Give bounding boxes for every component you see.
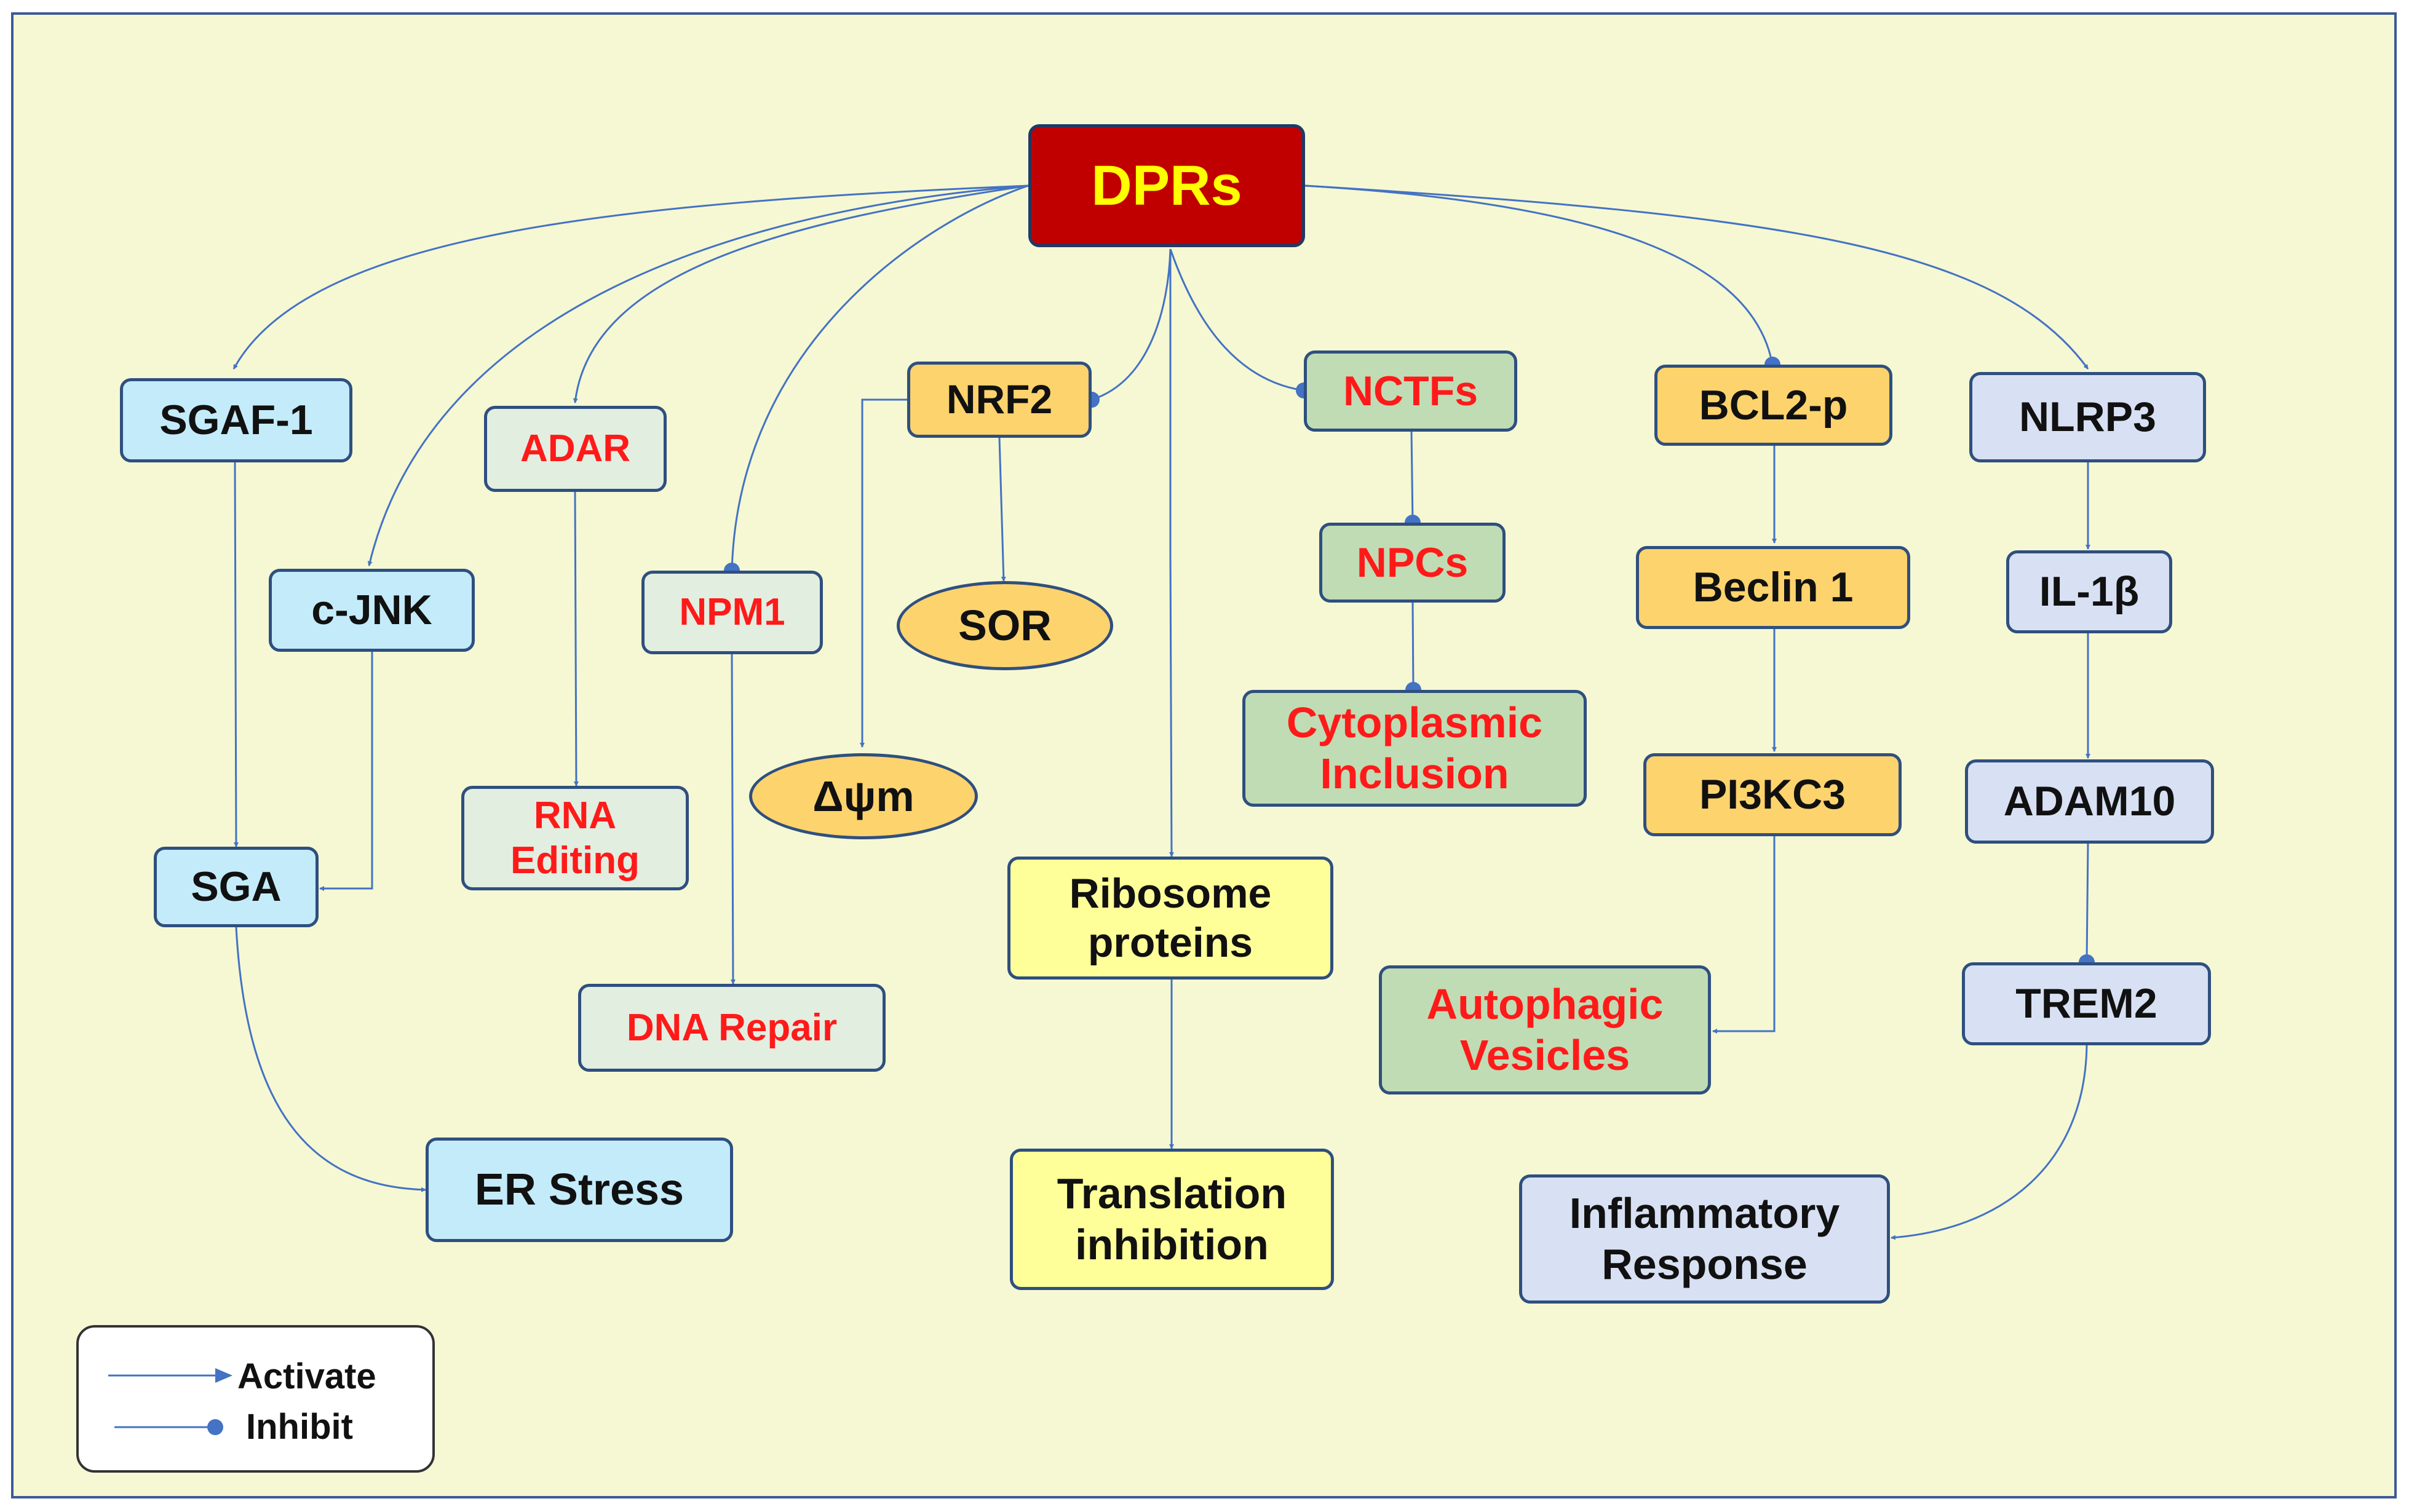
legend-symbols: [108, 1368, 232, 1435]
legend: Activate Inhibit: [76, 1325, 435, 1473]
node-beclin[interactable]: Beclin 1: [1636, 546, 1910, 629]
node-adar[interactable]: ADAR: [484, 406, 667, 492]
legend-inhibit-label: Inhibit: [246, 1407, 353, 1447]
inhibit-dots: [724, 357, 2095, 970]
node-nrf2[interactable]: NRF2: [907, 362, 1092, 438]
edge-dprs-nrf2: [1091, 248, 1172, 401]
edge-nrf2-sor: [998, 437, 1006, 582]
edge-dprs-adar: [573, 184, 1029, 403]
node-nctfs[interactable]: NCTFs: [1304, 350, 1517, 432]
edge-dprs-nlrp3: [1304, 184, 2089, 370]
node-dpsim[interactable]: Δψm: [749, 753, 978, 839]
edge-nctfs-npcs: [1410, 431, 1414, 523]
node-cyto[interactable]: Cytoplasmic Inclusion: [1242, 690, 1587, 807]
node-adam10[interactable]: ADAM10: [1965, 759, 2214, 844]
legend-activate-label: Activate: [237, 1356, 376, 1396]
node-nlrp3[interactable]: NLRP3: [1969, 372, 2206, 462]
legend-activate-arrowhead: [215, 1368, 232, 1383]
node-er-stress[interactable]: ER Stress: [426, 1138, 733, 1242]
legend-inhibit-dot: [207, 1419, 223, 1435]
edge-pi3kc3-autophagic: [1712, 836, 1776, 1034]
node-bcl2p[interactable]: BCL2-p: [1654, 365, 1892, 446]
edge-cjnk-sga: [319, 652, 373, 891]
node-dprs[interactable]: DPRs: [1028, 124, 1305, 247]
node-dna-repair[interactable]: DNA Repair: [578, 984, 886, 1072]
node-pi3kc3[interactable]: PI3KC3: [1643, 753, 1902, 836]
edge-dprs-nctfs: [1169, 248, 1304, 392]
node-ribosome[interactable]: Ribosome proteins: [1007, 857, 1333, 980]
node-autophagic[interactable]: Autophagic Vesicles: [1379, 965, 1711, 1094]
node-translation[interactable]: Translation inhibition: [1010, 1149, 1334, 1290]
edge-dprs-cjnk: [367, 184, 1029, 566]
node-npcs[interactable]: NPCs: [1319, 523, 1506, 603]
node-sor[interactable]: SOR: [897, 581, 1113, 670]
edge-dprs-npm1: [731, 184, 1029, 571]
edge-dprs-bcl2p: [1304, 184, 1774, 365]
node-il1b[interactable]: IL-1β: [2006, 550, 2172, 633]
edge-adar-rnaediting: [573, 491, 579, 786]
edge-sgaf1-sga: [233, 462, 239, 847]
edge-dprs-ribosome: [1169, 249, 1174, 857]
node-sgaf1[interactable]: SGAF-1: [120, 378, 352, 462]
edge-npm1-dnarepair: [730, 654, 736, 984]
edge-adam10-trem2: [2086, 843, 2089, 963]
edge-trem2-inflammatory: [1891, 1045, 2088, 1240]
node-cjnk[interactable]: c-JNK: [269, 569, 475, 652]
node-npm1[interactable]: NPM1: [641, 571, 823, 654]
edge-sga-erstress: [235, 927, 426, 1192]
edge-nrf2-dpsim: [860, 398, 907, 748]
node-sga[interactable]: SGA: [154, 847, 319, 927]
edge-dprs-sgaf1: [232, 184, 1029, 370]
node-trem2[interactable]: TREM2: [1962, 962, 2211, 1045]
node-inflammatory[interactable]: Inflammatory Response: [1519, 1174, 1890, 1304]
node-rna-editing[interactable]: RNA Editing: [461, 786, 689, 890]
